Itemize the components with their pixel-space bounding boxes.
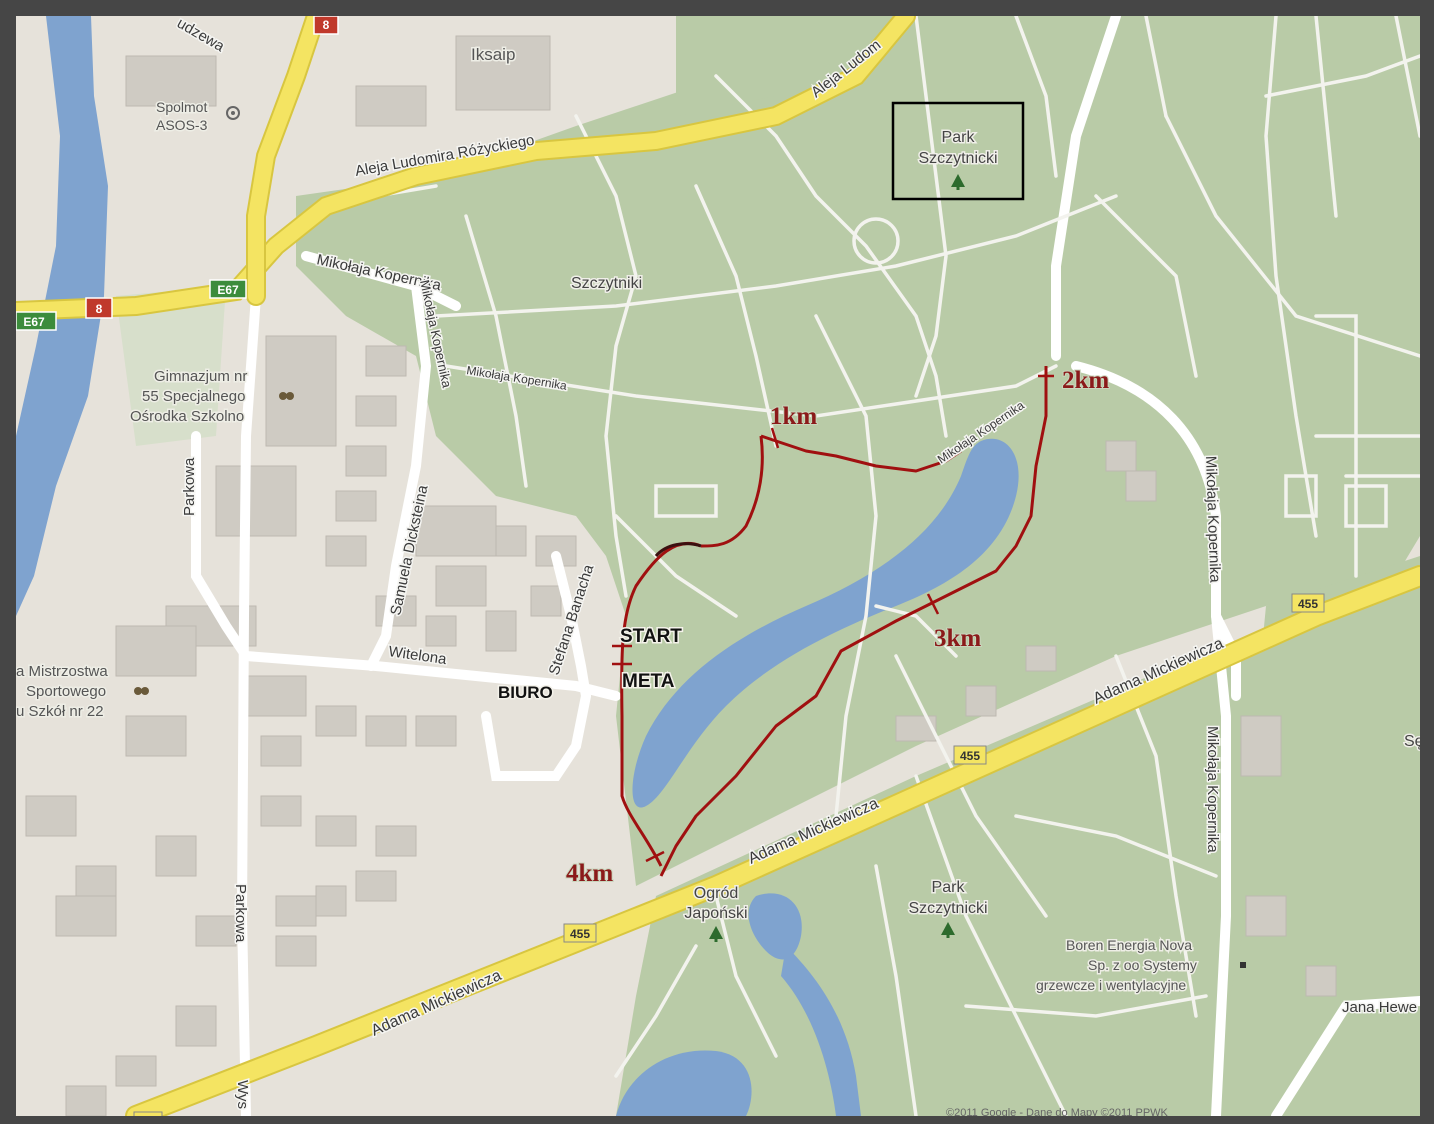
park-highlight-box <box>891 101 1025 201</box>
shield-455-d <box>133 1111 163 1116</box>
label-mikolaja-kopernika-right2: Mikołaja Kopernika <box>1204 726 1221 853</box>
label-park-low-2: Szczytnicki <box>908 900 987 917</box>
label-boren-1: Boren Energia Nova <box>1066 937 1192 953</box>
label-sep: Sę <box>1404 733 1420 750</box>
label-wys: Wys <box>234 1080 251 1109</box>
label-mistrzostwa-1: a Mistrzostwa <box>16 663 108 680</box>
label-parkowa-2: Parkowa <box>232 884 249 943</box>
label-jana-hewe: Jana Hewe <box>1342 999 1417 1016</box>
map-copyright: ©2011 Google - Dane do Mapy ©2011 PPWK <box>946 1107 1169 1116</box>
label-mistrzostwa-3: u Szkół nr 22 <box>16 703 104 720</box>
poi-square-icon <box>1240 962 1246 968</box>
km-marker-4: 4km <box>566 860 613 887</box>
label-boren-3: grzewcze i wentylacyjne <box>1036 977 1186 993</box>
label-asos: ASOS-3 <box>156 117 208 133</box>
start-label: START <box>620 626 682 647</box>
major-roads <box>16 16 1420 1116</box>
shield-455-a-label: 455 <box>1298 597 1318 611</box>
biuro-label: BIURO <box>498 683 553 702</box>
school-icon <box>279 392 294 400</box>
shield-455-a: 455 <box>1291 593 1325 613</box>
shield-455-b-label: 455 <box>960 749 980 763</box>
label-spolmot: Spolmot <box>156 99 207 115</box>
shield-e67-a: E67 <box>209 279 247 299</box>
shield-e67-a-label: E67 <box>217 283 239 297</box>
meta-label: META <box>622 671 675 692</box>
label-park-top-1: Park <box>942 129 976 146</box>
label-gimnazjum-2: 55 Specjalnego <box>142 388 245 405</box>
label-parkowa-1: Parkowa <box>181 457 198 516</box>
label-szczytniki: Szczytniki <box>571 275 642 292</box>
label-park-top-2: Szczytnicki <box>918 150 997 167</box>
km-marker-3: 3km <box>934 625 981 652</box>
label-iksaip: Iksaip <box>471 45 515 64</box>
label-boren-2: Sp. z oo Systemy <box>1088 957 1197 973</box>
label-ogrod-2: Japoński <box>684 905 747 922</box>
shield-455-c: 455 <box>563 923 597 943</box>
shield-8-left-label: 8 <box>96 302 103 316</box>
label-gimnazjum-1: Gimnazjum nr <box>154 368 247 385</box>
race-route <box>620 366 1048 877</box>
label-gimnazjum-3: Ośrodka Szkolno <box>130 408 244 425</box>
shield-455-b: 455 <box>953 745 987 765</box>
gear-icon <box>226 106 240 120</box>
shield-e67-b-label: E67 <box>23 315 45 329</box>
route-tick-marks <box>612 374 1054 863</box>
tree-icon-ogrod <box>709 926 723 942</box>
shield-8-top-label: 8 <box>323 18 330 32</box>
park-areas <box>116 16 1420 1116</box>
tree-icon-park-low <box>941 922 955 938</box>
tree-icon-top <box>951 174 965 190</box>
map-canvas[interactable]: 8 8 E67 E67 455 455 455 Iksaip Spolmot A… <box>16 16 1420 1116</box>
map-svg: 8 8 E67 E67 455 455 455 Iksaip Spolmot A… <box>16 16 1420 1116</box>
shield-455-c-label: 455 <box>570 927 590 941</box>
minor-streets <box>191 16 1420 1116</box>
label-park-low-1: Park <box>932 879 966 896</box>
shield-8-left: 8 <box>85 297 113 319</box>
shield-8-top: 8 <box>313 16 339 35</box>
km-marker-2: 2km <box>1062 367 1109 394</box>
label-mistrzostwa-2: Sportowego <box>26 683 106 700</box>
km-marker-1: 1km <box>770 403 817 430</box>
school-icon-2 <box>134 687 149 695</box>
buildings <box>25 35 1337 1116</box>
shield-e67-b: E67 <box>16 311 57 331</box>
label-ogrod-1: Ogród <box>694 885 738 902</box>
